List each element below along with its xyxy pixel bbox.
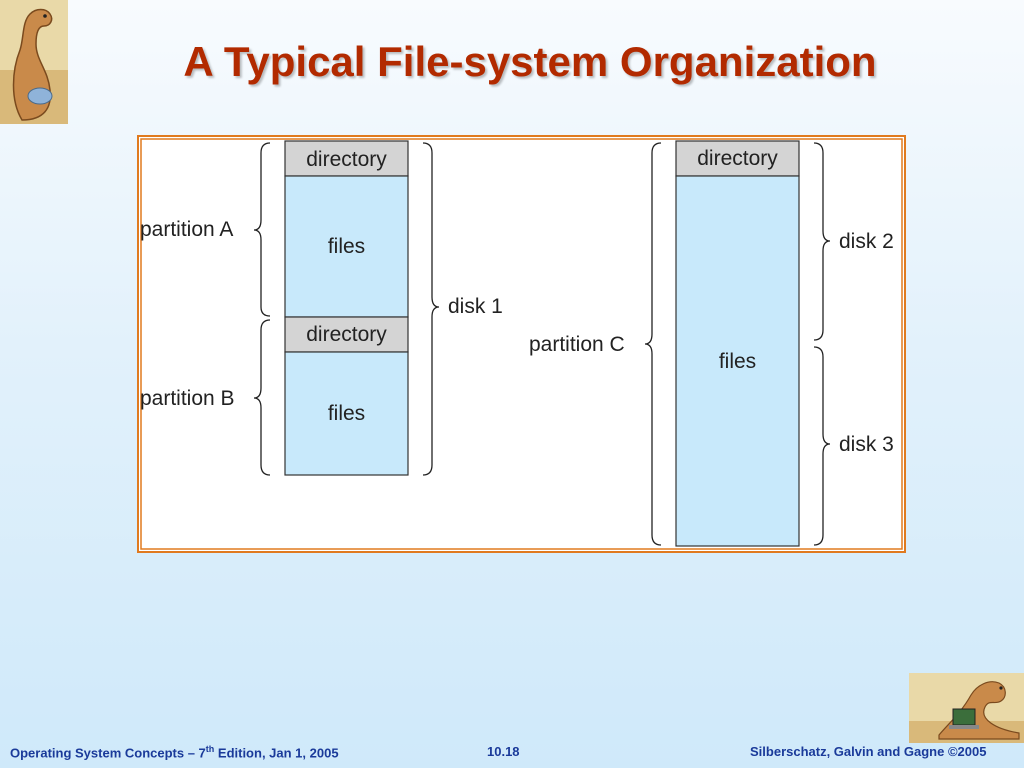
partition-c-directory-block <box>675 140 800 177</box>
dinosaur-laptop-logo-icon <box>909 673 1024 743</box>
disk-3-brace <box>813 346 831 546</box>
disk-3-label: disk 3 <box>839 433 894 456</box>
partition-b-files-label: files <box>328 402 365 425</box>
disk-2-brace <box>813 142 831 341</box>
disk-1-label: disk 1 <box>448 295 503 318</box>
partition-b-label: partition B <box>140 387 235 410</box>
footer-book-title: Operating System Concepts – 7th Edition,… <box>10 744 339 760</box>
footer-copyright: Silberschatz, Galvin and Gagne ©2005 <box>750 744 987 759</box>
disk-2-label: disk 2 <box>839 230 894 253</box>
partition-b-files-block <box>284 351 409 476</box>
partition-c-directory-label: directory <box>697 147 778 170</box>
file-system-diagram: directory files directory files partitio… <box>137 135 906 553</box>
partition-b-directory-block <box>284 316 409 353</box>
partition-b-brace <box>253 319 271 476</box>
partition-c-files-label: files <box>719 350 756 373</box>
partition-c-label: partition C <box>529 333 625 356</box>
disk-1-brace <box>422 142 440 476</box>
footer-page-number: 10.18 <box>487 744 520 759</box>
partition-a-label: partition A <box>140 218 233 241</box>
partition-c-files-block <box>675 175 800 547</box>
diagram-frame-inner <box>140 138 903 550</box>
footer-edition-text: Edition, Jan 1, 2005 <box>214 745 339 761</box>
partition-c-brace <box>644 142 662 546</box>
partition-b-directory-label: directory <box>306 323 387 346</box>
partition-a-files-label: files <box>328 235 365 258</box>
footer-book-title-text: Operating System Concepts – 7 <box>10 745 206 761</box>
partition-a-directory-label: directory <box>306 148 387 171</box>
slide-title: A Typical File-system Organization <box>183 38 877 85</box>
footer-edition-superscript: th <box>205 744 215 754</box>
dinosaur-logo-icon <box>0 0 68 124</box>
partition-a-files-block <box>284 175 409 318</box>
partition-a-brace <box>253 142 271 317</box>
